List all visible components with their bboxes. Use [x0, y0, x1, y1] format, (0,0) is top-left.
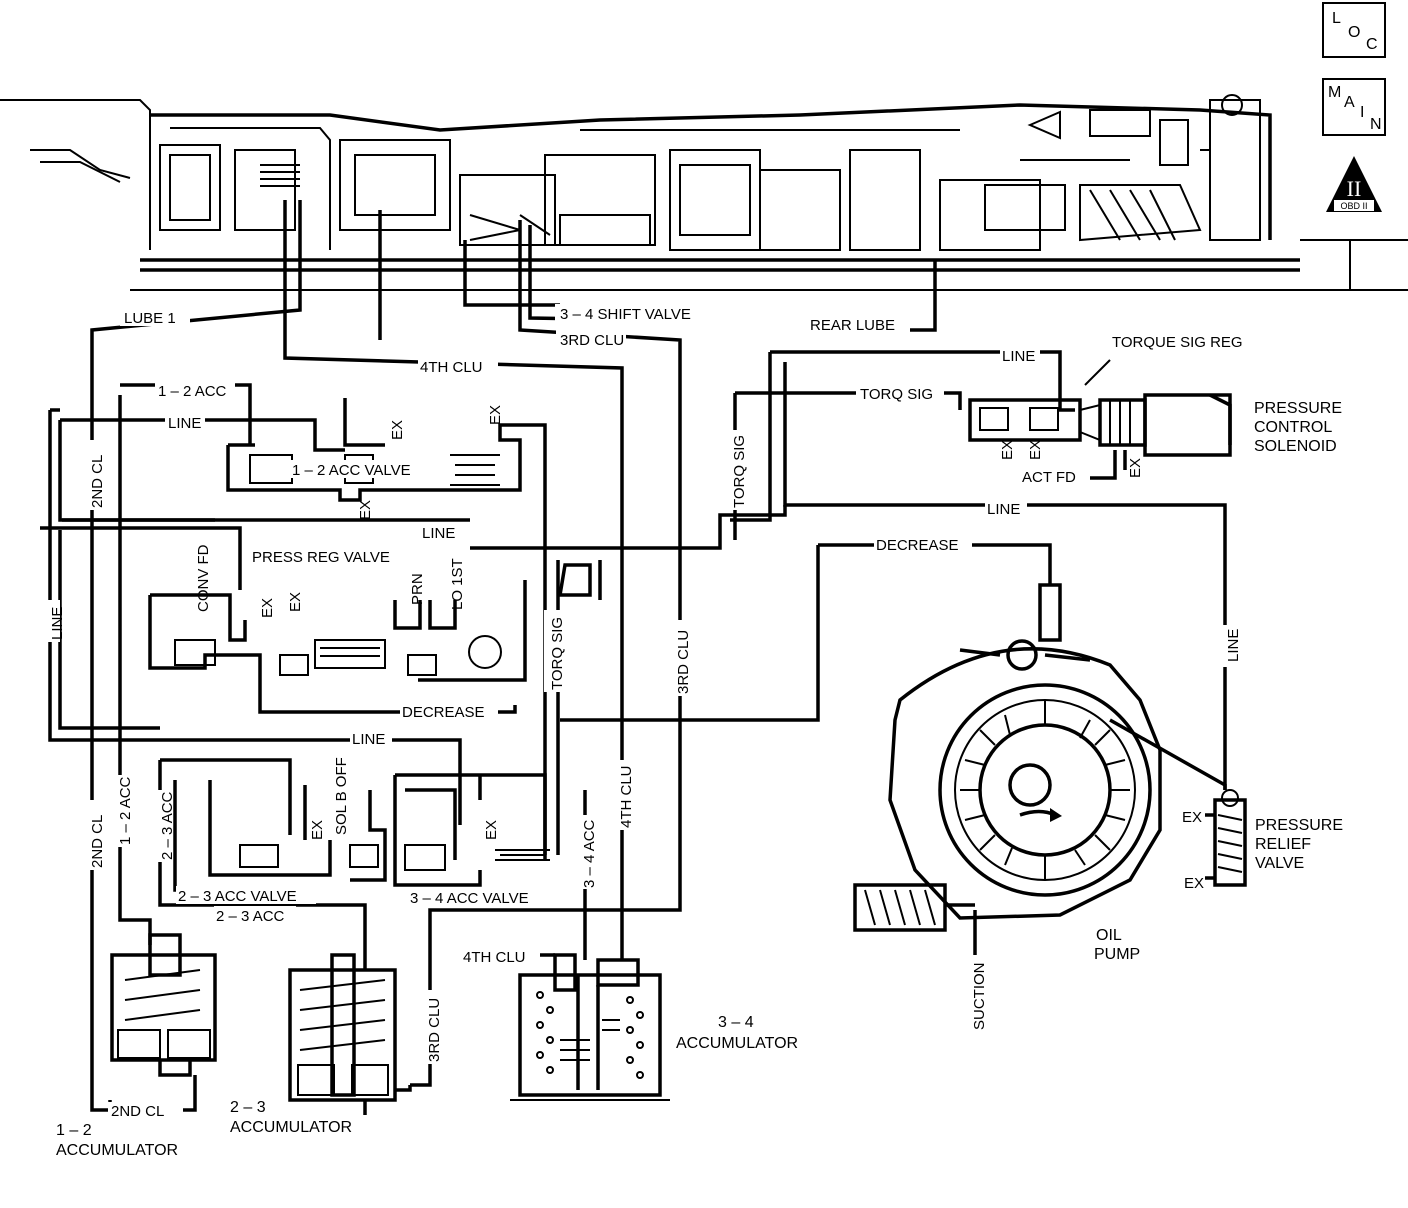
accumulator-2-3 — [288, 953, 412, 1115]
label-lube1: LUBE 1 — [124, 310, 176, 327]
label-decrease-mid: DECREASE — [402, 704, 485, 721]
torque-signal-regulator — [968, 359, 1232, 480]
label-line-b: LINE — [1002, 348, 1035, 365]
label-ex-2: EX — [487, 405, 504, 425]
label-2-3-accumulator-1: 2 – 3 — [230, 1099, 266, 1116]
label-prn: PRN — [409, 573, 426, 605]
main-letter-a: A — [1344, 94, 1355, 111]
label-2nd-cl-upper: 2ND CL — [89, 455, 106, 508]
label-ex-pcs-2: EX — [1027, 440, 1044, 460]
loc-letter-l: L — [1332, 10, 1341, 27]
label-2nd-cl-lower: 2ND CL — [89, 815, 106, 868]
label-2-3-accumulator-2: ACCUMULATOR — [230, 1119, 352, 1136]
label-torque-sig-reg: TORQUE SIG REG — [1112, 334, 1243, 351]
label-line-a: LINE — [168, 415, 201, 432]
loc-letter-o: O — [1348, 24, 1361, 41]
label-ex-3-4: EX — [483, 820, 500, 840]
loc-letter-c: C — [1366, 36, 1378, 53]
label-4th-clu-top: 4TH CLU — [420, 359, 483, 376]
label-line-d: LINE — [422, 525, 455, 542]
transmission-cross-section — [0, 94, 1408, 291]
labels: LUBE 1 3 – 4 SHIFT VALVE REAR LUBE 3RD C… — [42, 304, 1343, 1159]
pressure-relief-valve — [1205, 789, 1247, 887]
obd-text: OBD II — [1340, 201, 1367, 211]
label-3rd-clu-mid: 3RD CLU — [675, 630, 692, 694]
label-ex-pcs-3: EX — [1127, 458, 1144, 478]
obd-triangle-icon: II OBD II — [1326, 156, 1382, 212]
label-torq-sig-mid: TORQ SIG — [549, 617, 566, 690]
label-ex-sol: EX — [309, 820, 326, 840]
accumulator-3-4 — [510, 953, 670, 1101]
label-3rd-clu-top: 3RD CLU — [560, 332, 624, 349]
main-letter-n: N — [1370, 116, 1382, 133]
label-4th-clu-vert: 4TH CLU — [618, 765, 635, 828]
label-2-3-acc-valve: 2 – 3 ACC VALVE — [178, 888, 297, 905]
label-1-2-accumulator-2: ACCUMULATOR — [56, 1142, 178, 1159]
label-line-bottom: LINE — [352, 731, 385, 748]
label-oil-pump-2: PUMP — [1094, 946, 1140, 963]
label-relief-2: RELIEF — [1255, 836, 1311, 853]
label-decrease-top: DECREASE — [876, 537, 959, 554]
label-relief-3: VALVE — [1255, 855, 1304, 872]
label-3-4-accumulator-2: ACCUMULATOR — [676, 1035, 798, 1052]
label-ex-relief-2: EX — [1184, 875, 1204, 892]
label-pcs-line1: PRESSURE — [1254, 400, 1342, 417]
label-ex-3: EX — [357, 500, 374, 520]
label-2-3-acc-vert: 2 – 3 ACC — [159, 791, 176, 860]
obd-glyph: II — [1347, 176, 1362, 201]
label-pcs-line3: SOLENOID — [1254, 438, 1337, 455]
label-oil-pump-1: OIL — [1096, 927, 1122, 944]
label-lo-1st: LO 1ST — [449, 558, 466, 610]
label-line-right: LINE — [1225, 629, 1242, 662]
label-4th-clu-bottom: 4TH CLU — [463, 949, 526, 966]
label-pcs-line2: CONTROL — [1254, 419, 1332, 436]
label-3-4-acc-vert: 3 – 4 ACC — [581, 819, 598, 888]
label-ex-pr-2: EX — [287, 592, 304, 612]
label-1-2-accumulator-1: 1 – 2 — [56, 1122, 92, 1139]
accumulator-1-2 — [110, 933, 217, 1112]
label-press-reg-valve: PRESS REG VALVE — [252, 549, 390, 566]
label-3rd-clu-bottom: 3RD CLU — [426, 998, 443, 1062]
label-1-2-acc-lower: 1 – 2 ACC — [117, 776, 134, 845]
label-line-left: LINE — [49, 607, 66, 640]
main-button[interactable]: M A I N — [1322, 78, 1386, 136]
label-line-c: LINE — [987, 501, 1020, 518]
label-ex-pr-1: EX — [259, 598, 276, 618]
label-2nd-cl-bottom: 2ND CL — [111, 1103, 164, 1120]
label-suction: SUCTION — [971, 963, 988, 1031]
label-rear-lube: REAR LUBE — [810, 317, 895, 334]
main-letter-m: M — [1328, 84, 1342, 101]
label-3-4-acc-valve: 3 – 4 ACC VALVE — [410, 890, 529, 907]
label-3-4-accumulator-1: 3 – 4 — [718, 1014, 754, 1031]
label-ex-pcs-1: EX — [999, 440, 1016, 460]
label-conv-fd: CONV FD — [195, 544, 212, 612]
oil-pump — [853, 583, 1162, 960]
label-2-3-acc-horiz: 2 – 3 ACC — [216, 908, 285, 925]
label-1-2-acc-top: 1 – 2 ACC — [158, 383, 227, 400]
label-torq-sig-horiz: TORQ SIG — [860, 386, 933, 403]
label-torq-sig-vert: TORQ SIG — [731, 435, 748, 508]
label-sol-b-off: SOL B OFF — [333, 757, 350, 835]
main-letter-i: I — [1360, 104, 1365, 121]
obd-ii-badge[interactable]: II OBD II — [1322, 152, 1386, 214]
loc-button[interactable]: L O C — [1322, 2, 1386, 58]
label-relief-1: PRESSURE — [1255, 817, 1343, 834]
label-ex-1: EX — [389, 420, 406, 440]
label-ex-relief-1: EX — [1182, 809, 1202, 826]
label-1-2-acc-valve: 1 – 2 ACC VALVE — [292, 462, 411, 479]
label-shift-valve: 3 – 4 SHIFT VALVE — [560, 306, 691, 323]
label-act-fd: ACT FD — [1022, 469, 1076, 486]
